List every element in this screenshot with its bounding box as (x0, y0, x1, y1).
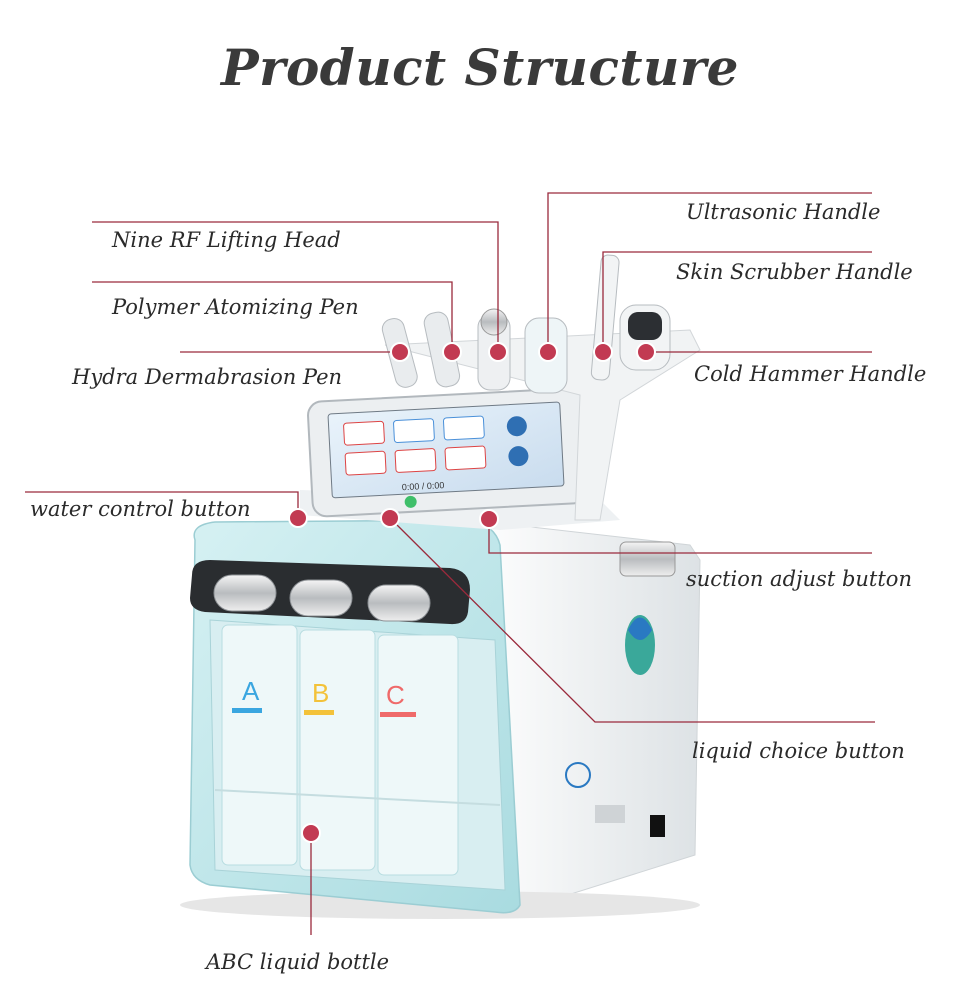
bottle-a (221, 624, 298, 866)
callout-dots (288, 342, 656, 843)
dot-skin-scrubber (593, 342, 613, 362)
label-skin-scrubber: Skin Scrubber Handle (676, 260, 913, 284)
label-suction: suction adjust button (686, 567, 912, 591)
bottle-button-b (289, 579, 353, 617)
leader-skin-scrubber (602, 251, 872, 352)
handle-holder (384, 329, 701, 521)
bottle-letter-a: A (242, 676, 260, 706)
label-cold-hammer: Cold Hammer Handle (694, 362, 927, 386)
suction-connector (619, 541, 676, 577)
leader-nine-rf (92, 221, 499, 352)
dot-cold-hammer (636, 342, 656, 362)
dot-polymer (442, 342, 462, 362)
screen-timer: 0:00 / 0:00 (402, 480, 445, 492)
label-nine-rf: Nine RF Lifting Head (112, 228, 341, 252)
label-ultrasonic: Ultrasonic Handle (686, 200, 881, 224)
bottle-button-c (367, 584, 431, 622)
label-hydra: Hydra Dermabrasion Pen (72, 365, 343, 389)
bottle-letter-c: C (386, 680, 405, 710)
page-title: Product Structure (221, 38, 739, 97)
leader-polymer (92, 281, 453, 352)
label-polymer: Polymer Atomizing Pen (112, 295, 359, 319)
bottle-c (377, 634, 459, 876)
dot-suction (479, 509, 499, 529)
label-water: water control button (30, 497, 251, 521)
spec-label (595, 805, 625, 823)
leader-ultrasonic (547, 192, 872, 352)
bottle-b (299, 629, 376, 871)
leader-suction (488, 519, 872, 554)
leader-liquid-choice (389, 517, 875, 723)
dot-water (288, 508, 308, 528)
dot-liquid-choice (380, 508, 400, 528)
label-abc-bottle: ABC liquid bottle (206, 950, 390, 974)
power-switch (650, 815, 665, 837)
dot-hydra (390, 342, 410, 362)
o2-logo (565, 762, 591, 788)
label-liquid-choice: liquid choice button (692, 739, 905, 763)
dot-nine-rf (488, 342, 508, 362)
dot-ultrasonic (538, 342, 558, 362)
bottle-letter-b: B (312, 678, 329, 708)
machine-illustration: A B C 0:00 / 0:00 (180, 254, 701, 919)
touch-screen: 0:00 / 0:00 (307, 387, 589, 518)
bottle-button-a (213, 574, 277, 612)
dot-abc-bottle (301, 823, 321, 843)
